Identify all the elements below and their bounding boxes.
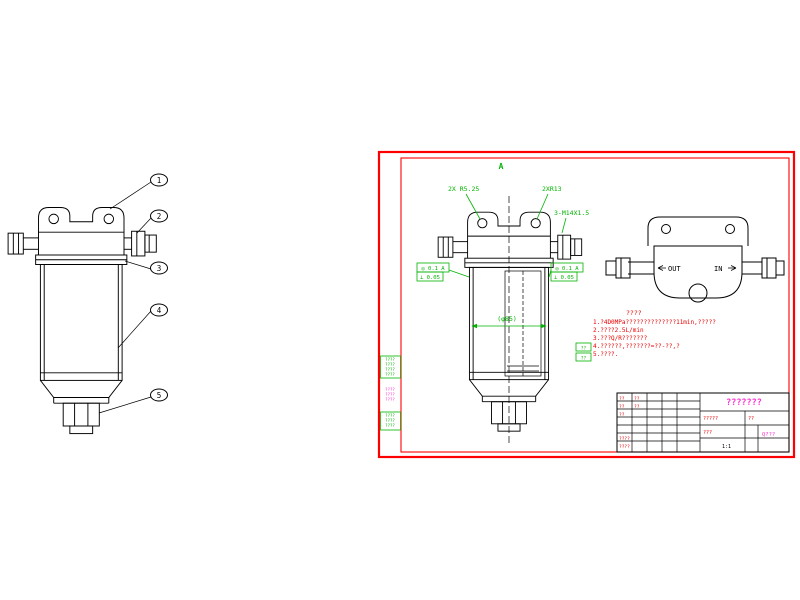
note-line-5: 5.????. bbox=[593, 351, 618, 358]
note-standard-tags: ?? ?? bbox=[575, 342, 592, 362]
technical-notes: ???? 1.?4D0MPa??????????????11min,????? … bbox=[575, 309, 716, 362]
tb-mid-cell: ?? bbox=[748, 416, 754, 422]
margin-text: ???? bbox=[385, 372, 395, 377]
tb-cell: ?? bbox=[619, 396, 625, 402]
margin-text: ???? bbox=[385, 418, 395, 423]
margin-text: ???? bbox=[385, 357, 395, 362]
dim-radius-left: 2X R5.25 bbox=[448, 185, 479, 193]
dim-thread: 3-M14X1.5 bbox=[554, 209, 589, 217]
gdt-left-top: ◎ 0.1 A bbox=[421, 266, 445, 272]
gdt-right-top: ◎ 0.1 A bbox=[555, 266, 579, 272]
tb-mid-cell: ????? bbox=[703, 416, 718, 422]
balloon-1-label: 1 bbox=[157, 176, 162, 185]
sheet-filter-view bbox=[437, 196, 583, 444]
margin-text: ???? bbox=[385, 367, 395, 372]
balloon-1: 1 bbox=[109, 173, 168, 210]
balloon-4: 4 bbox=[117, 303, 168, 349]
balloon-2: 2 bbox=[136, 209, 168, 234]
left-filter-view: 1 2 3 4 5 bbox=[7, 173, 168, 435]
balloon-5: 5 bbox=[98, 388, 168, 414]
tb-mid-cell: ??? bbox=[703, 430, 712, 436]
margin-revision-block-1: ???? ???? ???? ???? bbox=[380, 355, 401, 379]
gdt-frame-left: ◎ 0.1 A ⊥ 0.05 bbox=[416, 262, 470, 282]
margin-text: ???? bbox=[385, 362, 395, 367]
tb-cell: ?? bbox=[634, 404, 640, 410]
tb-cell: ?? bbox=[619, 412, 625, 418]
balloon-5-label: 5 bbox=[157, 391, 162, 400]
dim-radius-right: 2XR13 bbox=[542, 185, 562, 193]
balloon-callouts: 1 2 3 4 5 bbox=[98, 173, 168, 414]
title-block: ??????? ?? ?? ?? ?? ?? ???? ???? ????? ?… bbox=[616, 392, 790, 453]
port-label-in: IN bbox=[714, 265, 722, 273]
margin-text: ???? bbox=[385, 397, 395, 402]
balloon-2-label: 2 bbox=[157, 212, 162, 221]
port-label-out: OUT bbox=[668, 265, 681, 273]
balloon-3-label: 3 bbox=[157, 264, 162, 273]
in-flow-arrow bbox=[728, 265, 737, 271]
tb-cell: ?? bbox=[619, 404, 625, 410]
gdt-left-bottom: ⊥ 0.05 bbox=[420, 275, 440, 281]
tb-cell: ?? bbox=[634, 396, 640, 402]
margin-revision-block-3: ???? ???? ???? bbox=[380, 411, 401, 431]
gdt-frame-right: ◎ 0.1 A ⊥ 0.05 bbox=[548, 262, 584, 282]
note-tag-2: ?? bbox=[581, 356, 587, 362]
margin-text: ???? bbox=[385, 387, 395, 392]
note-line-3: 3.???Q/R??????? bbox=[593, 335, 648, 342]
out-flow-arrow bbox=[657, 265, 666, 271]
notes-heading: ???? bbox=[626, 309, 642, 317]
dim-diameter: (φ85) bbox=[471, 315, 547, 329]
note-line-4: 4.??????,???????=??-??,? bbox=[593, 343, 680, 350]
product-name: ??????? bbox=[726, 398, 762, 408]
balloon-3: 3 bbox=[124, 260, 168, 275]
note-tag-1: ?? bbox=[581, 346, 587, 352]
tb-doc-no: Q??? bbox=[762, 432, 775, 438]
dimension-annotations: 2X R5.25 2XR13 3-M14X1.5 ◎ 0.1 A ⊥ 0.05 … bbox=[416, 185, 589, 329]
gdt-right-bottom: ⊥ 0.05 bbox=[554, 275, 574, 281]
note-line-2: 2.????2.5L/min bbox=[593, 327, 644, 334]
drawing-sheet: ???? ???? ???? ???? ???? ???? ???? ???? … bbox=[377, 150, 796, 459]
margin-text: ???? bbox=[385, 423, 395, 428]
margin-revision-block-2: ???? ???? ???? bbox=[385, 387, 395, 402]
sheet-inner-border bbox=[400, 157, 790, 453]
filter-outline bbox=[7, 207, 157, 435]
top-view: OUT IN bbox=[605, 216, 785, 303]
margin-text: ???? bbox=[385, 413, 395, 418]
note-line-1: 1.?4D0MPa??????????????11min,????? bbox=[593, 319, 716, 326]
dim-diameter-label: (φ85) bbox=[497, 315, 517, 323]
margin-text: ???? bbox=[385, 392, 395, 397]
sheet-outer-border bbox=[377, 150, 796, 459]
tb-cell: ???? bbox=[619, 436, 630, 442]
balloon-4-label: 4 bbox=[157, 306, 162, 315]
tb-cell: ???? bbox=[619, 444, 630, 450]
view-label-a: A bbox=[499, 162, 504, 171]
tb-scale: 1:1 bbox=[722, 444, 731, 450]
